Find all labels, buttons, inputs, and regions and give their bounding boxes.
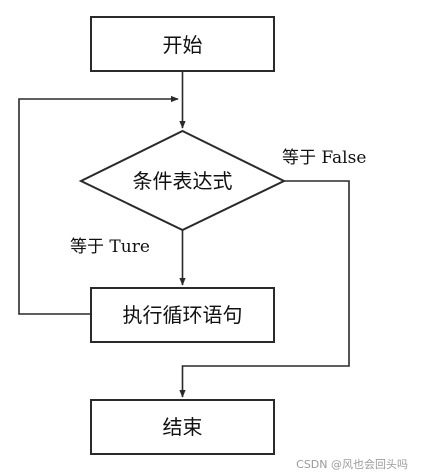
start-node: 开始 [90, 16, 275, 72]
condition-node: 条件表达式 [78, 129, 287, 232]
edge-loop-back [18, 95, 179, 315]
end-node: 结束 [90, 399, 275, 455]
edge-condition-to-end [179, 180, 350, 398]
false-branch-label: 等于 False [282, 148, 366, 168]
watermark: CSDN @风也会回头吗 [296, 458, 408, 471]
loop-body-node: 执行循环语句 [90, 287, 275, 343]
start-node-label: 开始 [163, 33, 203, 57]
loop-body-node-label: 执行循环语句 [123, 303, 243, 327]
condition-node-label: 条件表达式 [133, 169, 233, 193]
end-node-label: 结束 [163, 415, 203, 439]
true-branch-label: 等于 Ture [70, 237, 150, 257]
